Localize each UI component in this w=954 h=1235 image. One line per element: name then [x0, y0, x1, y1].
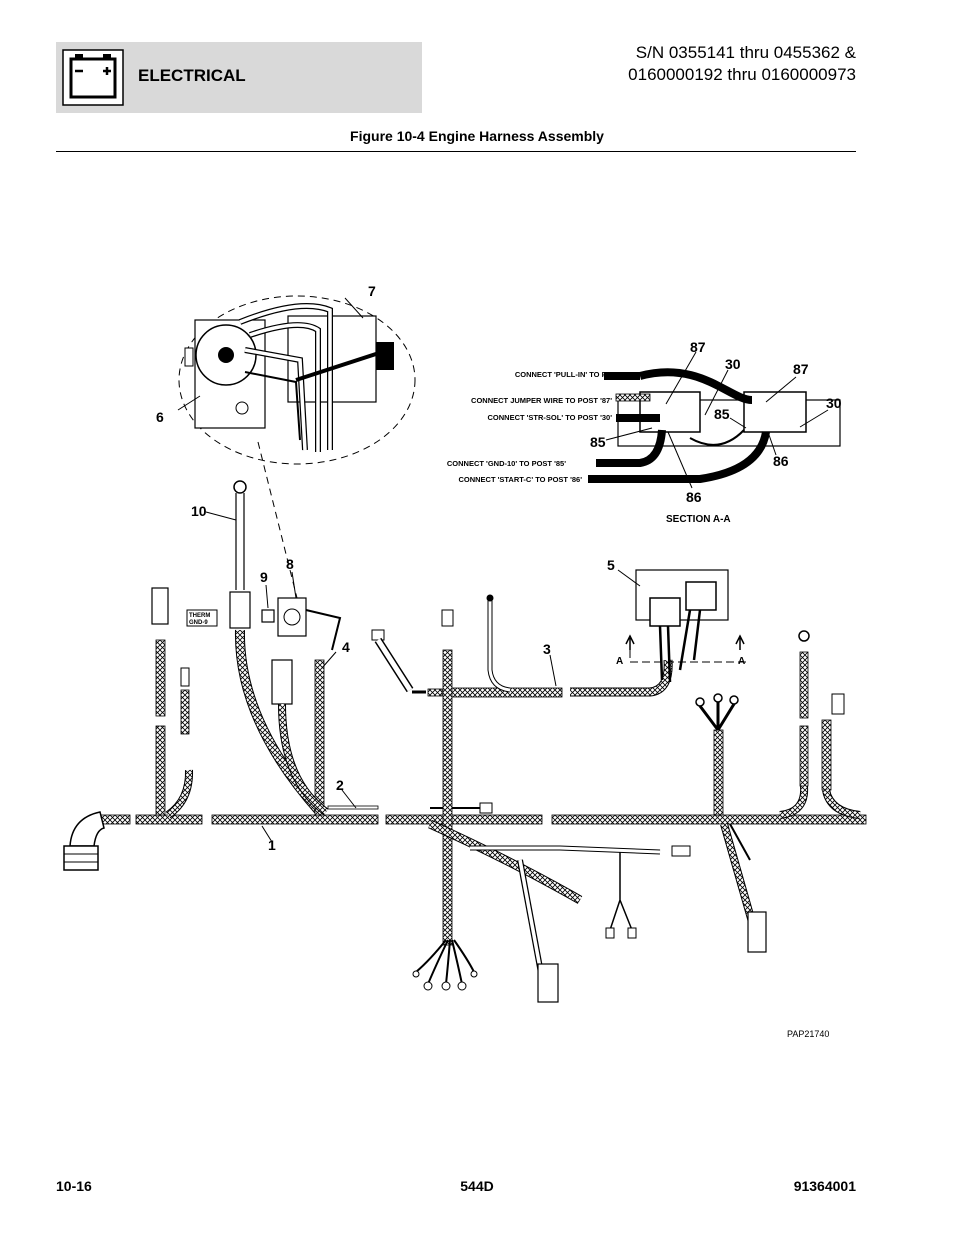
- therm-label-1: THERM: [189, 613, 210, 619]
- section-marker-left: A: [616, 656, 623, 667]
- callout-4: 4: [342, 639, 350, 655]
- section-marker-right: A: [738, 656, 745, 667]
- callout-7: 7: [368, 283, 376, 299]
- callout-10: 10: [191, 503, 207, 519]
- part-number: 91364001: [793, 1178, 856, 1194]
- post-87-left: 87: [690, 339, 706, 355]
- drawing-number: PAP21740: [787, 1029, 829, 1039]
- main-harness: THERM GND-9 10 9 8 4 2 1: [63, 480, 867, 1039]
- serial-range: S/N 0355141 thru 0455362 & 0160000192 th…: [628, 42, 856, 86]
- post-30-right: 30: [826, 395, 842, 411]
- post-30-left: 30: [725, 356, 741, 372]
- battery-icon: [62, 49, 124, 106]
- model-number: 544D: [460, 1178, 494, 1194]
- callout-1: 1: [268, 837, 276, 853]
- post-85-left: 85: [590, 434, 606, 450]
- section-header-box: ELECTRICAL: [56, 42, 422, 113]
- callout-9: 9: [260, 569, 268, 585]
- note-start-c: CONNECT 'START-C' TO POST '86': [458, 475, 582, 484]
- figure-title: Figure 10-4 Engine Harness Assembly: [350, 128, 604, 144]
- callout-3: 3: [543, 641, 551, 657]
- post-87-right: 87: [793, 361, 809, 377]
- callout-5: 5: [607, 557, 615, 573]
- note-gnd10: CONNECT 'GND-10' TO POST '85': [447, 459, 566, 468]
- note-str-sol: CONNECT 'STR-SOL' TO POST '30': [487, 413, 612, 422]
- callout-6: 6: [156, 409, 164, 425]
- serial-line-1: S/N 0355141 thru 0455362 &: [635, 43, 856, 62]
- note-jumper: CONNECT JUMPER WIRE TO POST '87': [471, 396, 612, 405]
- section-title: ELECTRICAL: [138, 66, 246, 85]
- section-a-a-detail: 87 30 87 30 85 85 86 86 CONNECT 'PULL-IN…: [447, 339, 842, 525]
- callout-2: 2: [336, 777, 344, 793]
- header-rule: [56, 151, 856, 152]
- note-pull-in: CONNECT 'PULL-IN' TO POST '87': [515, 370, 636, 379]
- post-85-right: 85: [714, 406, 730, 422]
- serial-line-2: 0160000192 thru 0160000973: [628, 65, 856, 84]
- post-86-bottom: 86: [686, 489, 702, 505]
- therm-label-2: GND-9: [189, 620, 208, 626]
- callout-8: 8: [286, 556, 294, 572]
- section-label: SECTION A-A: [666, 514, 731, 525]
- starter-detail-inset: 7 6: [156, 283, 416, 611]
- page-number: 10-16: [56, 1178, 92, 1194]
- post-86-right: 86: [773, 453, 789, 469]
